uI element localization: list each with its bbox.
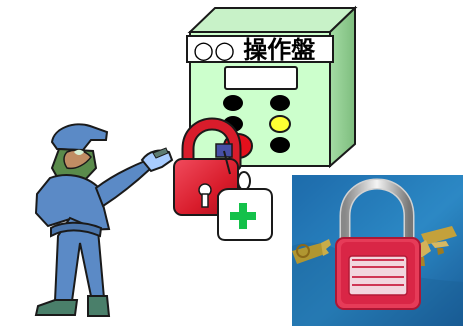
button-top-left: [223, 95, 243, 111]
padlock-icon: [173, 117, 242, 216]
control-panel: ○○ 操作盤: [186, 5, 358, 169]
button-bottom-right: [270, 137, 290, 153]
panel-label-plate: [186, 35, 334, 63]
padlock-photo: [292, 175, 463, 326]
worker-icon: [34, 123, 174, 317]
hasp-block: [215, 143, 233, 158]
button-top-right: [270, 95, 290, 111]
yellow-indicator-button: [269, 115, 291, 133]
panel-display: [224, 66, 298, 90]
panel-label: ○○ 操作盤: [193, 36, 316, 64]
medical-tag-icon: [217, 171, 273, 241]
photo-key-left: [292, 239, 331, 264]
